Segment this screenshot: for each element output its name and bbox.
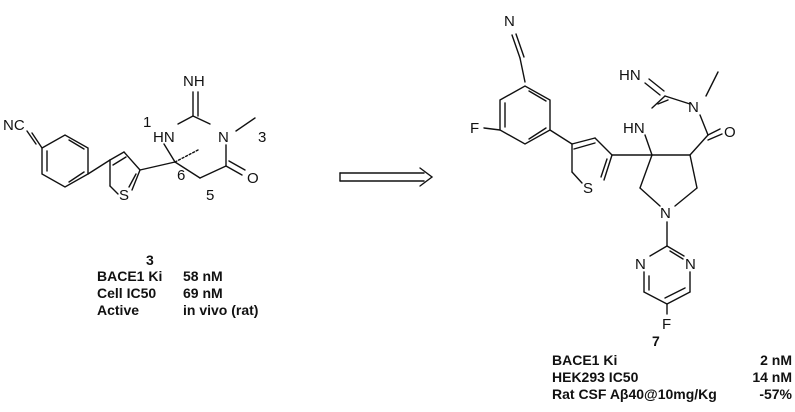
carbonyl-o-label-3: O bbox=[247, 170, 259, 187]
compound-3-id: 3 bbox=[146, 252, 154, 268]
n-methyl-label-7: N bbox=[688, 99, 699, 116]
position-6-label: 6 bbox=[177, 167, 185, 184]
n-methyl-label-3: N bbox=[218, 129, 229, 146]
compound-7-id: 7 bbox=[652, 333, 660, 349]
nitrile-label-3: NC bbox=[3, 117, 25, 134]
thiophene-ring-3 bbox=[109, 151, 141, 195]
nitrile-n-label-7: N bbox=[504, 13, 515, 30]
transformation-arrow bbox=[339, 167, 434, 187]
compound-7-property-row: Rat CSF Aβ40@10mg/Kg-57% bbox=[552, 386, 792, 402]
aryl-fluorine-label-7: F bbox=[470, 120, 479, 137]
thiophene-ring-7 bbox=[571, 137, 613, 184]
carbonyl-o-label-7: O bbox=[724, 124, 736, 141]
position-3-label: 3 bbox=[258, 129, 266, 146]
pyrrolidine-n-label-7: N bbox=[660, 205, 671, 222]
nh-label-7: HN bbox=[623, 120, 645, 137]
imine-label-3: NH bbox=[183, 73, 205, 90]
nitrile-bond-3 bbox=[31, 132, 43, 149]
imine-label-7: HN bbox=[619, 67, 641, 84]
benzene-ring-3 bbox=[41, 134, 89, 188]
pyrimidine-n-right-label-7: N bbox=[685, 256, 696, 273]
position-1-label: 1 bbox=[143, 114, 151, 131]
pyrimidine-ring-7 bbox=[643, 245, 691, 305]
compound-7-structure: N F S bbox=[470, 13, 736, 333]
aryl-thiophene-bond-3 bbox=[87, 159, 111, 175]
position-5-label: 5 bbox=[206, 187, 214, 204]
pyrimidine-fluorine-label-7: F bbox=[662, 316, 671, 333]
compound-3-structure: NC S NH HN N O 1 3 bbox=[3, 73, 266, 204]
pyrimidine-n-left-label-7: N bbox=[635, 256, 646, 273]
nh-label-3: HN bbox=[153, 129, 175, 146]
sulfur-label-3: S bbox=[119, 187, 129, 204]
sulfur-label-7: S bbox=[583, 180, 593, 197]
benzene-ring-7 bbox=[499, 85, 551, 145]
